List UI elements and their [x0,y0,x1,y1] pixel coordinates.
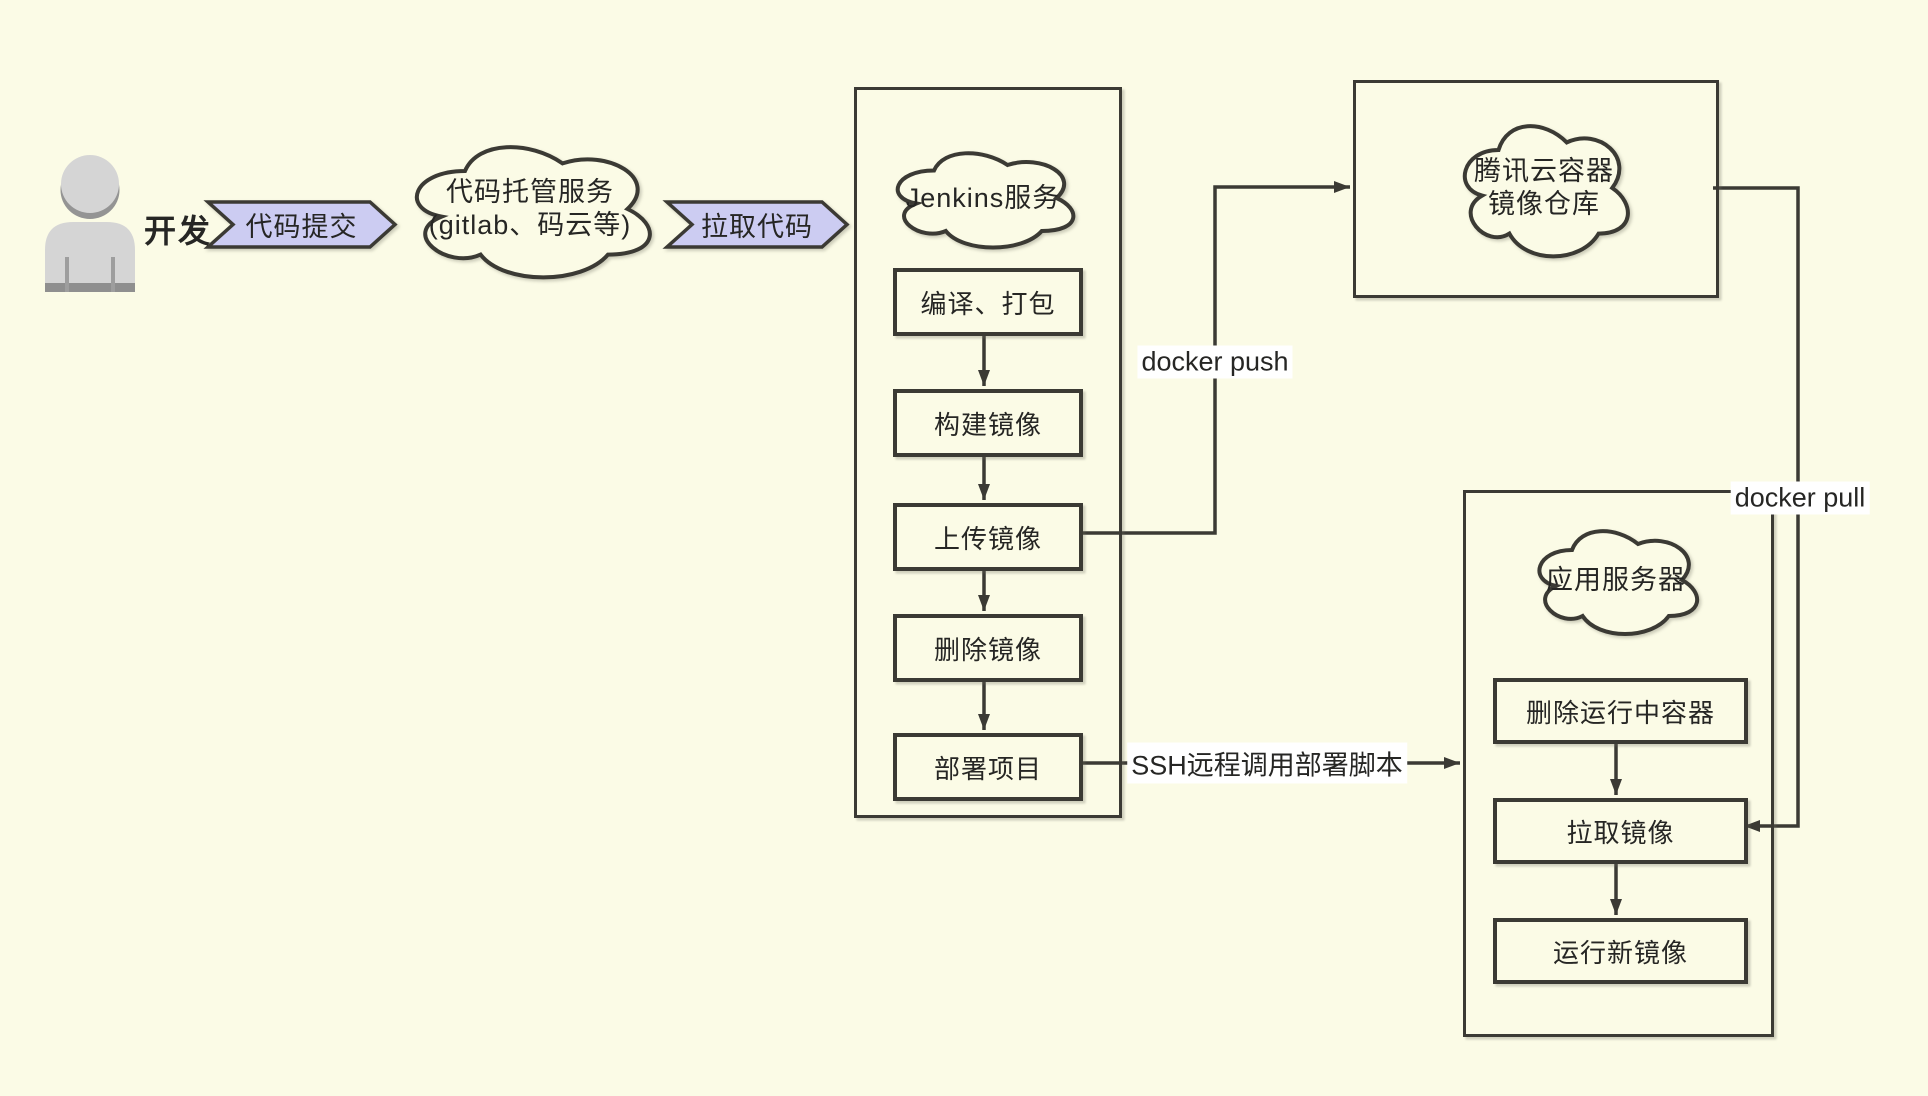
cloud-app-server [1537,529,1699,636]
step-upload-image: 上传镜像 [893,503,1083,571]
banner-code-commit [203,200,398,249]
banner-code-commit-label: 代码提交 [245,212,358,242]
step-delete-image: 删除镜像 [893,614,1083,682]
cloud-registry-line1: 腾讯云容器 [1474,156,1614,186]
app-server-container [1463,490,1774,1037]
cloud-code-hosting-line2: (gitlab、码云等) [428,210,632,240]
registry-container [1353,80,1719,298]
cloud-jenkins [895,151,1076,250]
step-remove-running-container: 删除运行中容器 [1493,678,1748,744]
cloud-registry [1462,124,1630,259]
jenkins-container [854,87,1122,818]
step-run-new-image: 运行新镜像 [1493,918,1748,984]
banner-pull-code-label: 拉取代码 [701,212,813,242]
developer-label: 开发 [144,213,213,249]
edge-label-docker-push: docker push [1137,345,1293,379]
cloud-registry-line2: 镜像仓库 [1488,189,1600,219]
edge-label-docker-pull: docker pull [1730,481,1870,515]
cloud-code-hosting-line1: 代码托管服务 [446,177,614,207]
step-build-image: 构建镜像 [893,389,1083,457]
edge-label-ssh: SSH远程调用部署脚本 [1127,742,1407,784]
cloud-code-hosting [414,145,652,280]
banner-pull-code [662,200,850,249]
cloud-app-server-label: 应用服务器 [1546,564,1686,595]
step-compile-package: 编译、打包 [893,268,1083,336]
step-pull-image: 拉取镜像 [1493,798,1748,864]
developer-icon [45,155,135,292]
cloud-registry-label: 腾讯云容器 镜像仓库 [1453,112,1635,264]
cloud-jenkins-label: Jenkins服务 [905,182,1061,213]
step-deploy-project: 部署项目 [893,733,1083,801]
cloud-code-hosting-label: 代码托管服务 (gitlab、码云等) [400,133,660,285]
